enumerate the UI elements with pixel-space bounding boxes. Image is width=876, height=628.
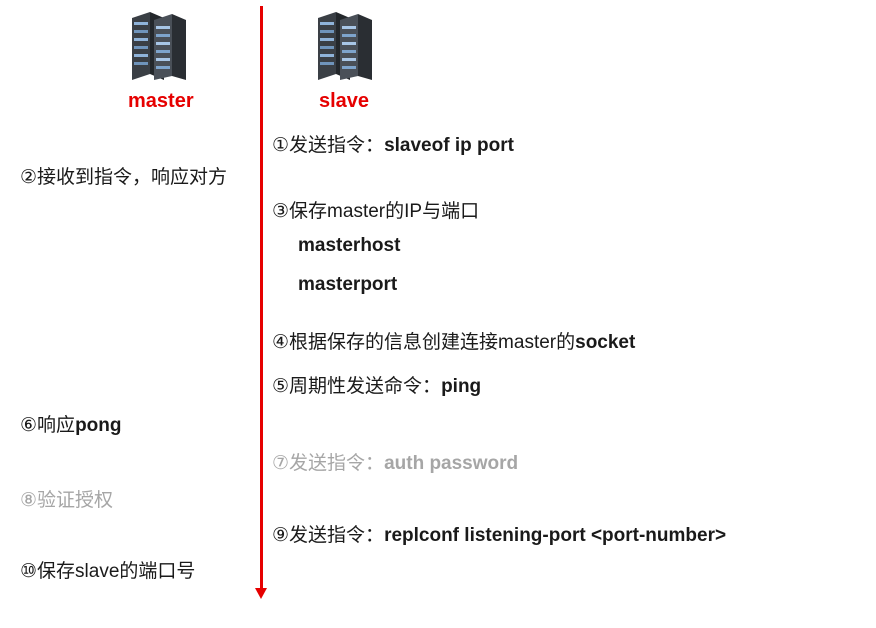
slave-step-1: ①发送指令：slaveof ip port <box>272 135 514 156</box>
slave-step-4: ④根据保存的信息创建连接master的socket <box>272 332 636 353</box>
slave-step-3-masterport: masterport <box>298 274 398 295</box>
master-step-8: ⑧验证授权 <box>20 490 114 511</box>
slave-step-3: ③保存master的IP与端口 <box>272 201 480 222</box>
master-server-icon <box>132 12 186 80</box>
slave-label: slave <box>319 90 370 112</box>
master-step-10: ⑩保存slave的端口号 <box>20 561 196 582</box>
master-step-2: ②接收到指令，响应对方 <box>20 167 228 188</box>
slave-step-5: ⑤周期性发送命令：ping <box>272 376 482 397</box>
slave-step-9: ⑨发送指令：replconf listening-port <port-numb… <box>272 525 727 546</box>
master-label: master <box>128 90 194 112</box>
slave-step-3-masterhost: masterhost <box>298 235 401 256</box>
slave-step-7: ⑦发送指令：auth password <box>272 453 519 474</box>
timeline-arrow-icon <box>255 588 267 599</box>
slave-server-icon <box>318 12 372 80</box>
timeline-line <box>260 6 263 592</box>
master-step-6: ⑥响应pong <box>20 415 122 436</box>
